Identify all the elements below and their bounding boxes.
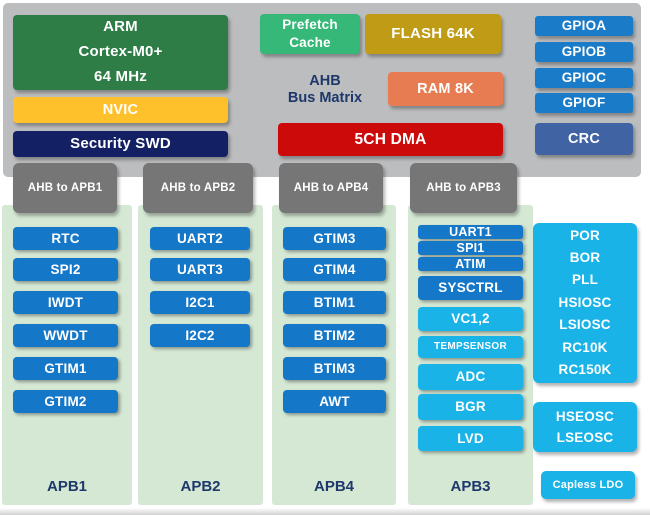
block-bgr: BGR <box>418 394 523 420</box>
apb1-column: RTC SPI2 IWDT WWDT GTIM1 GTIM2 APB1 <box>2 205 132 505</box>
block-spi1: SPI1 <box>418 241 523 255</box>
block-gpioa: GPIOA <box>535 16 633 36</box>
block-gtim2: GTIM2 <box>13 390 118 413</box>
block-flash-64k: FLASH 64K <box>365 14 501 54</box>
block-tempsensor: TEMPSENSOR <box>418 336 523 358</box>
apb3-column: UART1 SPI1 ATIM SYSCTRL VC1,2 TEMPSENSOR… <box>408 205 533 505</box>
bridge-ahb-to-apb1: AHB to APB1 <box>13 163 117 213</box>
label-ahb-bus-matrix: AHB Bus Matrix <box>270 72 380 108</box>
osc-line: LSEOSC <box>556 430 614 445</box>
clock-power-line: POR <box>570 227 600 243</box>
block-gpioc: GPIOC <box>535 68 633 88</box>
block-uart3: UART3 <box>150 258 250 281</box>
clock-power-line: PLL <box>571 272 599 288</box>
block-5ch-dma: 5CH DMA <box>278 123 503 156</box>
block-btim3: BTIM3 <box>283 357 386 380</box>
apb2-column: UART2 UART3 I2C1 I2C2 APB2 <box>138 205 263 505</box>
bridge-ahb-to-apb4: AHB to APB4 <box>279 163 383 213</box>
block-lvd: LVD <box>418 426 523 451</box>
block-vc12: VC1,2 <box>418 307 523 331</box>
osc-line: HSEOSC <box>555 409 615 424</box>
clock-power-line: RC150K <box>558 362 612 378</box>
block-arm-cortex-m0: ARM Cortex-M0+ 64 MHz <box>13 15 228 90</box>
prefetch-line: Prefetch <box>282 16 338 32</box>
bus-line: Bus Matrix <box>287 90 363 106</box>
apb2-label: APB2 <box>180 478 221 495</box>
bridge-ahb-to-apb2: AHB to APB2 <box>143 163 253 213</box>
block-btim2: BTIM2 <box>283 324 386 347</box>
block-wwdt: WWDT <box>13 324 118 347</box>
block-nvic: NVIC <box>13 97 228 123</box>
apb4-label: APB4 <box>313 478 354 495</box>
block-gtim3: GTIM3 <box>283 227 386 250</box>
bus-line: AHB <box>309 72 341 89</box>
block-gtim1: GTIM1 <box>13 357 118 380</box>
clock-power-line: RC10K <box>562 339 608 355</box>
block-uart1: UART1 <box>418 225 523 239</box>
block-i2c2: I2C2 <box>150 324 250 347</box>
apb1-label: APB1 <box>46 478 87 495</box>
bridge-ahb-to-apb3: AHB to APB3 <box>410 163 517 213</box>
block-iwdt: IWDT <box>13 291 118 314</box>
prefetch-line: Cache <box>289 35 331 50</box>
apb3-label: APB3 <box>450 478 491 495</box>
block-security-swd: Security SWD <box>13 131 228 157</box>
cpu-line: ARM <box>103 18 138 36</box>
block-external-osc: HSEOSC LSEOSC <box>533 402 637 452</box>
block-crc: CRC <box>535 123 633 155</box>
block-gtim4: GTIM4 <box>283 258 386 281</box>
bottom-shadow <box>0 508 650 515</box>
block-rtc: RTC <box>13 227 118 250</box>
block-gpiob: GPIOB <box>535 42 633 62</box>
block-prefetch-cache: Prefetch Cache <box>260 14 360 54</box>
clock-power-line: HSIOSC <box>558 294 612 310</box>
cpu-line: Cortex-M0+ <box>78 43 163 61</box>
block-adc: ADC <box>418 364 523 390</box>
block-uart2: UART2 <box>150 227 250 250</box>
block-gpiof: GPIOF <box>535 93 633 113</box>
block-awt: AWT <box>283 390 386 413</box>
clock-power-line: BOR <box>569 249 601 265</box>
block-clock-power: POR BOR PLL HSIOSC LSIOSC RC10K RC150K <box>533 223 637 383</box>
clock-power-line: LSIOSC <box>559 317 611 333</box>
block-capless-ldo: Capless LDO <box>541 471 635 499</box>
block-sysctrl: SYSCTRL <box>418 276 523 300</box>
cpu-line: 64 MHz <box>94 67 147 85</box>
block-atim: ATIM <box>418 257 523 271</box>
block-ram-8k: RAM 8K <box>388 72 503 106</box>
block-spi2: SPI2 <box>13 258 118 281</box>
block-i2c1: I2C1 <box>150 291 250 314</box>
block-btim1: BTIM1 <box>283 291 386 314</box>
apb4-column: GTIM3 GTIM4 BTIM1 BTIM2 BTIM3 AWT APB4 <box>272 205 396 505</box>
